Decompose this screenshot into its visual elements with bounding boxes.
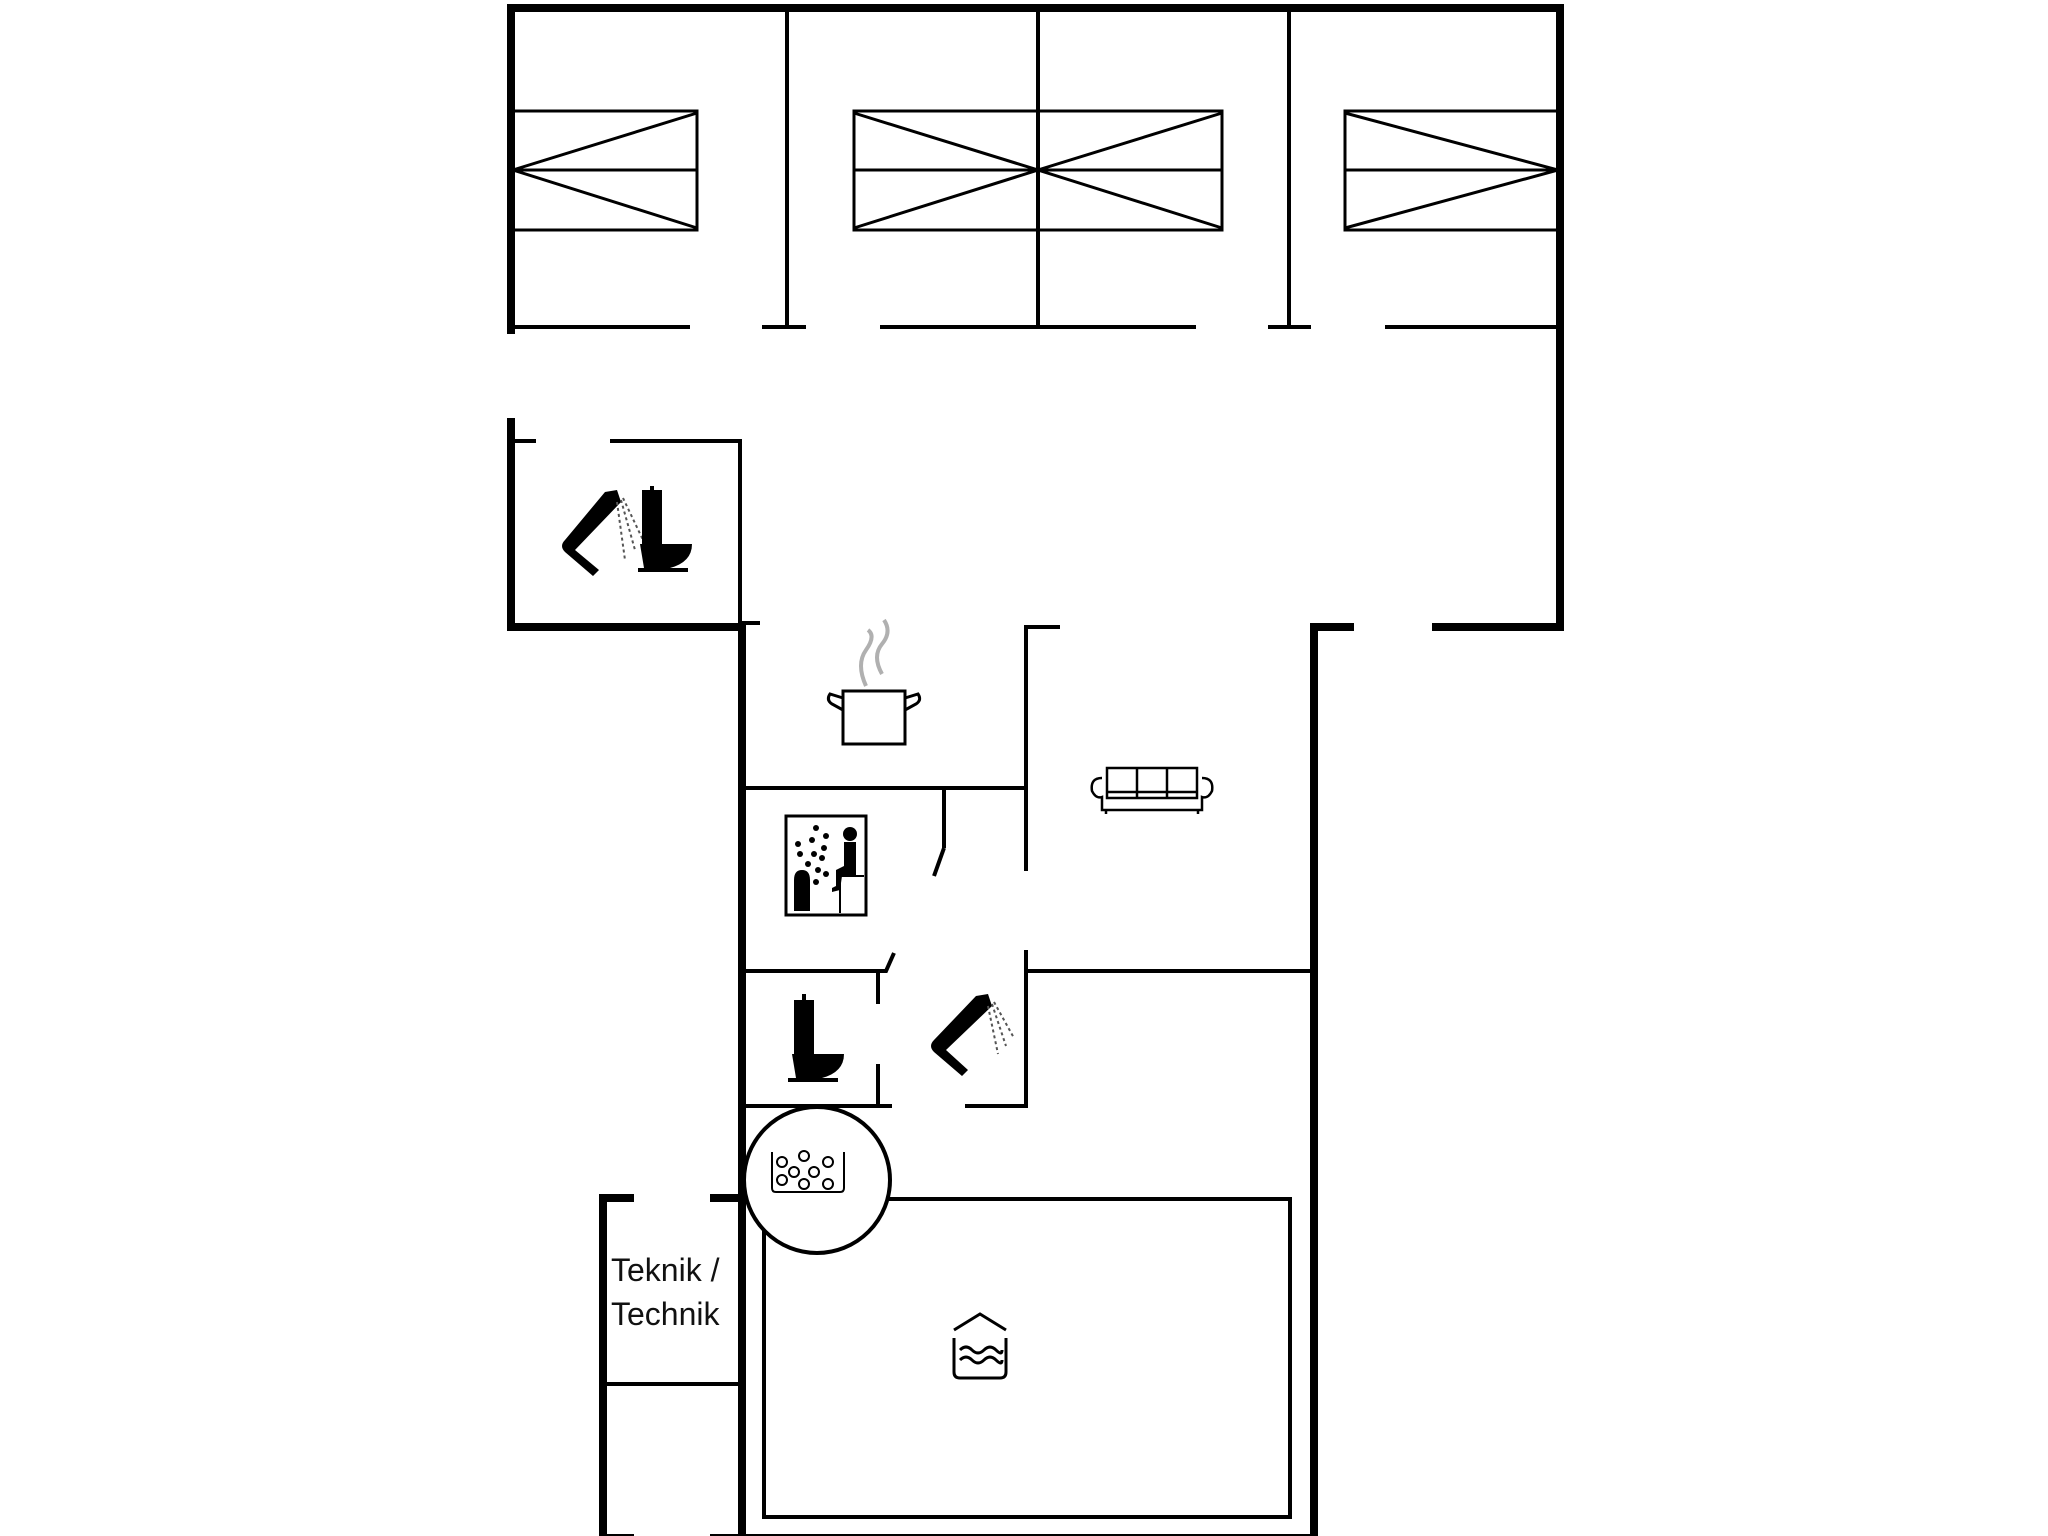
technical-room-label-line1: Teknik /: [611, 1252, 720, 1288]
bed-1: [507, 109, 699, 232]
toilet-icon: [638, 486, 692, 572]
toilet-icon: [788, 994, 844, 1082]
technical-room-label-line2: Technik: [611, 1296, 720, 1332]
indoor-pool-icon: [952, 1312, 1008, 1380]
technical-room-label: Teknik / Technik: [611, 1248, 720, 1336]
bed-3: [1032, 109, 1224, 232]
sauna-icon: [784, 814, 868, 917]
inner-walls: [511, 10, 1560, 1519]
shower-icon: [931, 994, 1015, 1076]
whirlpool-outline: [742, 1105, 892, 1255]
cooking-pot-icon: [826, 618, 922, 746]
shower-icon: [562, 490, 644, 576]
outer-walls: [507, 4, 1564, 1536]
sofa-icon: [1090, 766, 1214, 814]
whirlpool-icon: [771, 1150, 845, 1193]
bed-2: [852, 109, 1044, 232]
bed-4: [1343, 109, 1564, 232]
